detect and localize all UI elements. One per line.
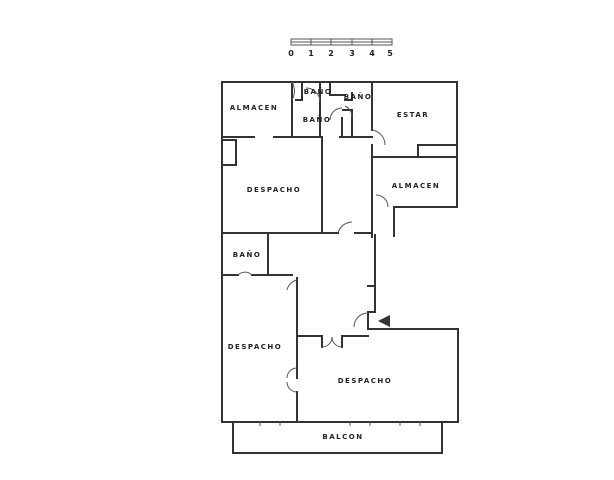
room-label-despacho: DESPACHO (247, 186, 302, 194)
room-label-balcon: BALCON (322, 433, 363, 441)
scale-tick-5: 5 (387, 49, 393, 58)
north-arrow-icon (378, 315, 390, 327)
doors (237, 81, 421, 426)
room-label-bano: BAÑO (304, 87, 333, 96)
room-label-despacho: DESPACHO (228, 343, 283, 351)
room-label-almacen: ALMACEN (230, 104, 279, 112)
room-label-despacho: DESPACHO (338, 377, 393, 385)
scale-tick-4: 4 (369, 49, 375, 58)
scale-tick-3: 3 (349, 49, 355, 58)
room-label-bano: BAÑO (233, 250, 262, 259)
room-label-estar: ESTAR (397, 111, 429, 119)
scale-tick-2: 2 (328, 49, 334, 58)
scale-bar: 0 1 2 3 4 5 (288, 38, 393, 58)
walls (221, 81, 459, 454)
scale-tick-0: 0 (288, 49, 294, 58)
room-labels: ALMACEN BAÑO BAÑO BAÑO ESTAR DESPACHO AL… (228, 87, 441, 441)
scale-tick-1: 1 (308, 49, 314, 58)
room-label-almacen: ALMACEN (392, 182, 441, 190)
room-label-bano: BAÑO (344, 92, 373, 101)
room-label-bano: BAÑO (303, 115, 332, 124)
